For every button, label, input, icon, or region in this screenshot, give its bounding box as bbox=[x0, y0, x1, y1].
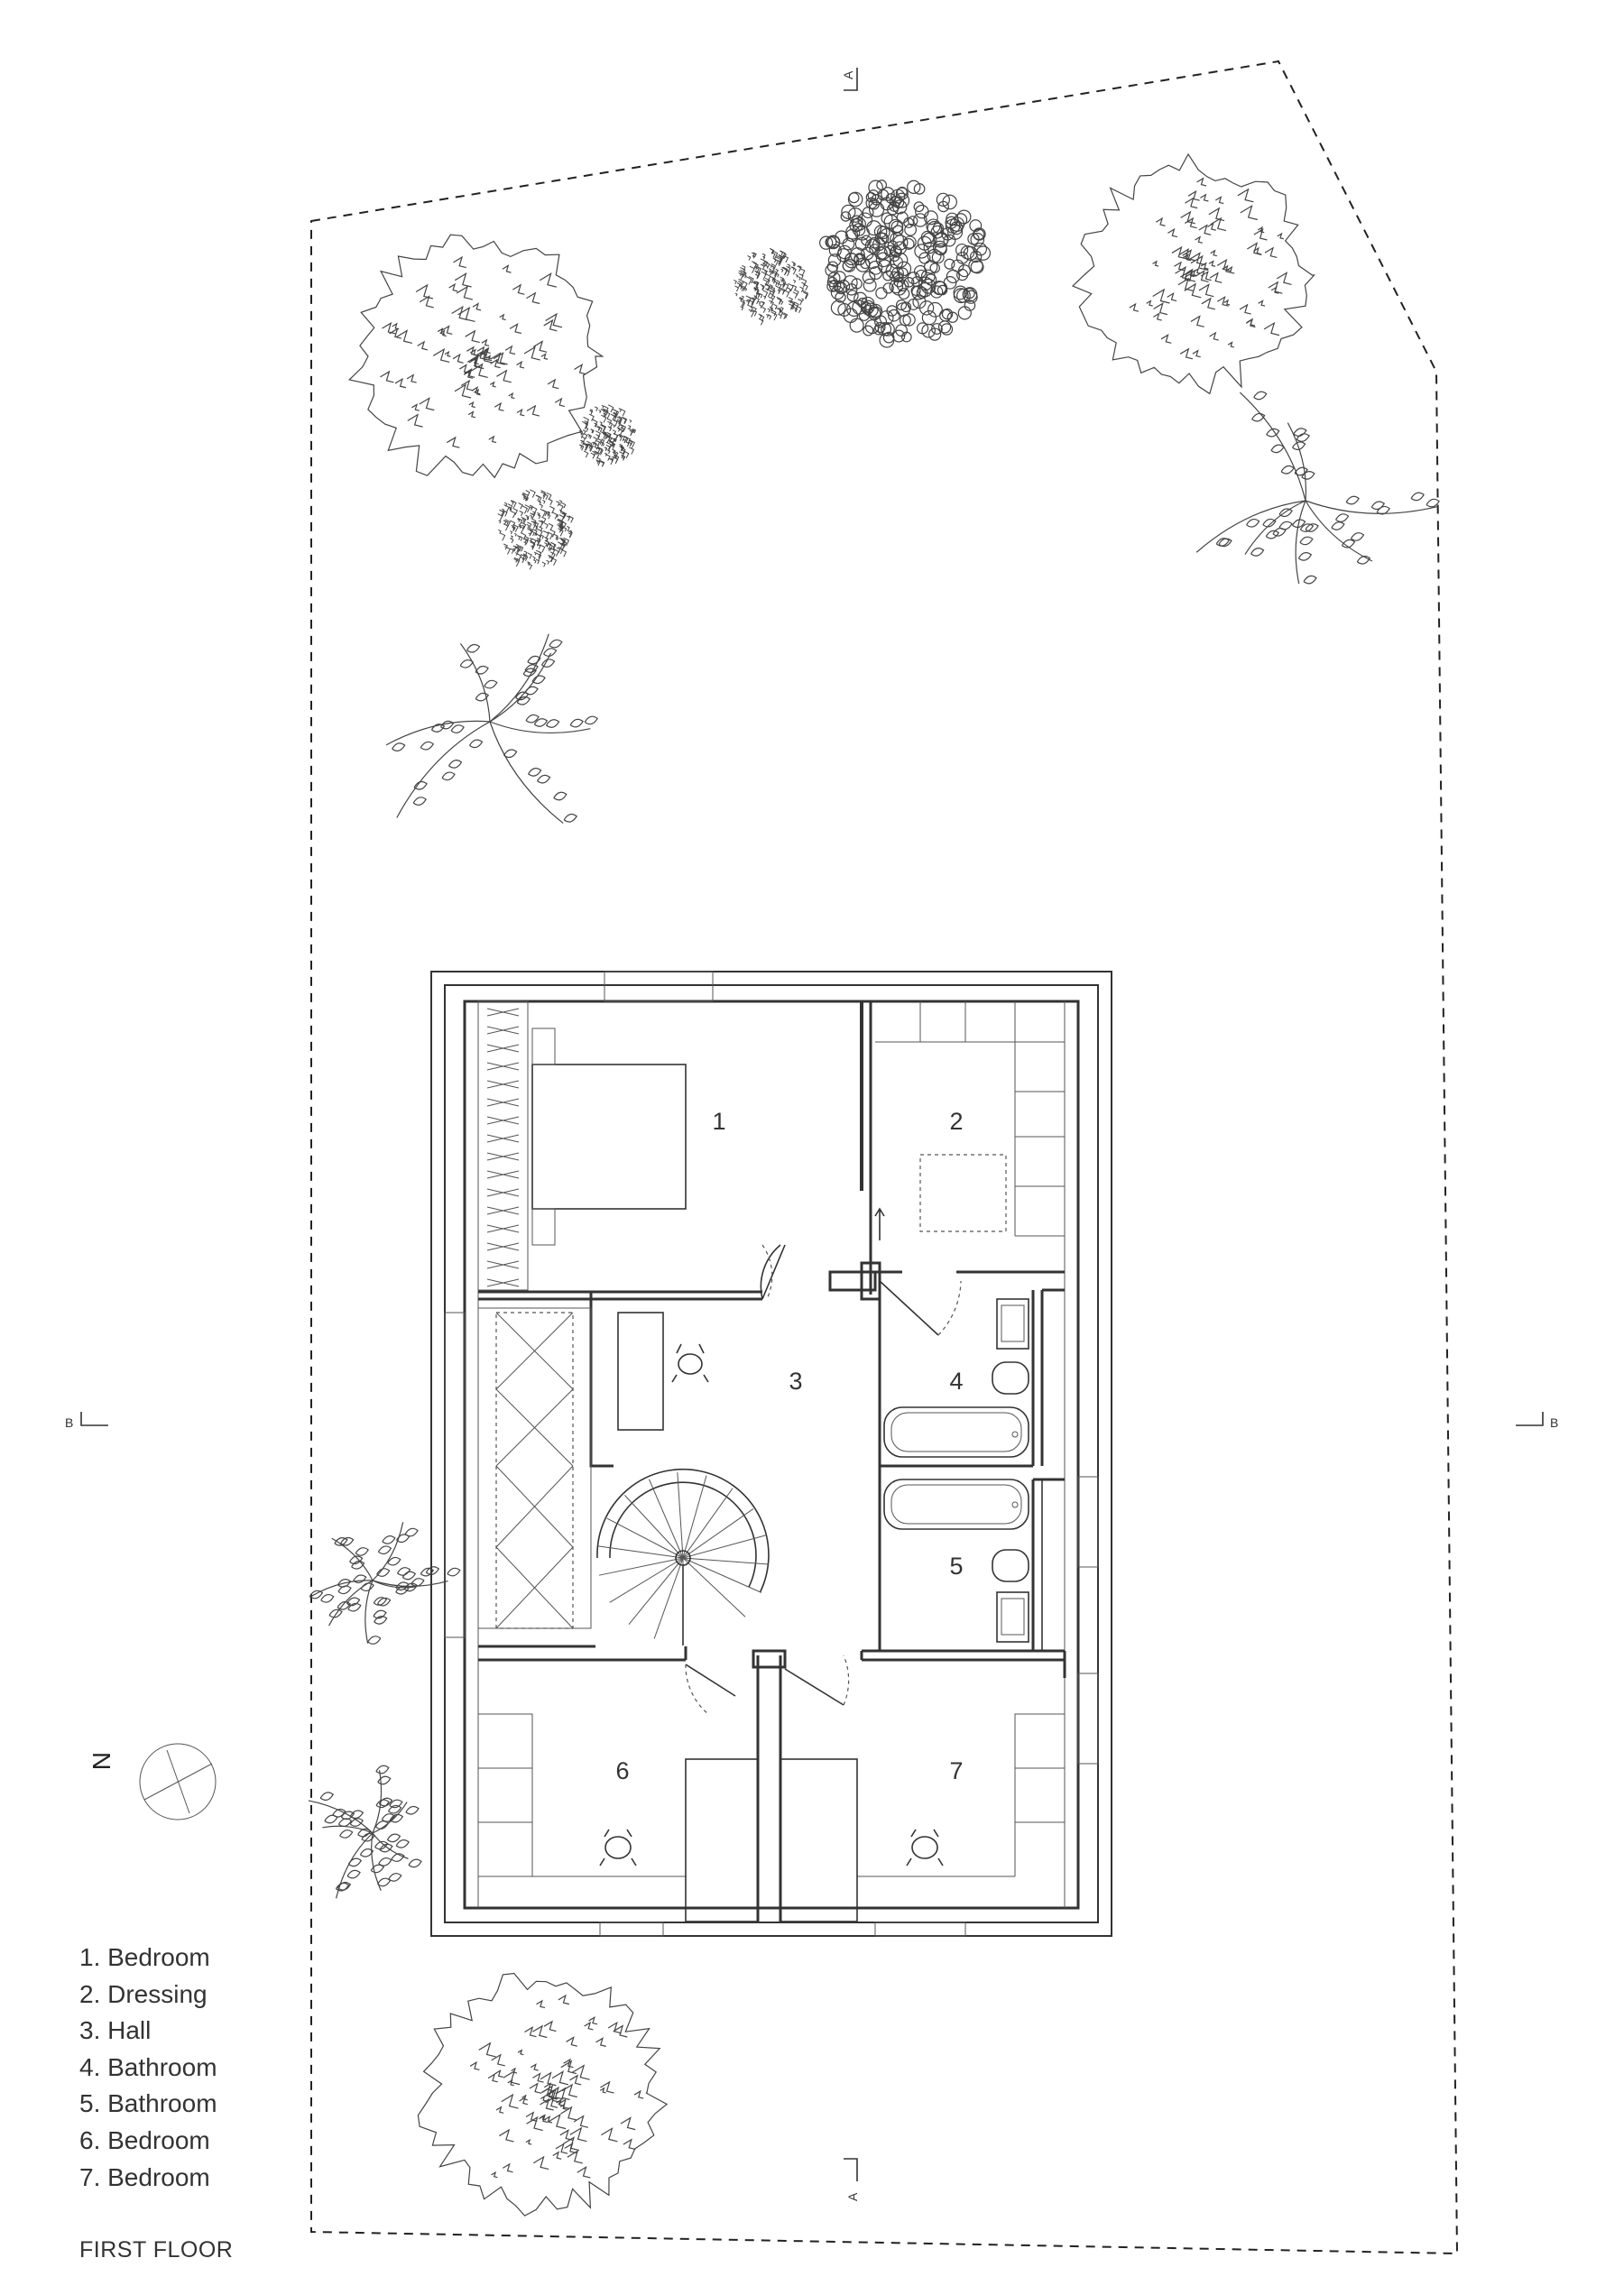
tree-icon bbox=[308, 1765, 422, 1899]
tree-icon bbox=[417, 1972, 669, 2217]
bedroom-6-furniture bbox=[478, 1713, 759, 1922]
shrub-icon bbox=[497, 489, 574, 570]
shrub-icon bbox=[578, 404, 637, 467]
north-arrow-icon: N bbox=[88, 1743, 217, 1820]
tree-icon bbox=[309, 1522, 461, 1645]
legend-item: 7. Bedroom bbox=[79, 2162, 210, 2191]
svg-text:A: A bbox=[841, 70, 855, 79]
legend-item: 3. Hall bbox=[79, 2016, 152, 2045]
chair-icon bbox=[599, 1829, 637, 1866]
building bbox=[430, 971, 1112, 1937]
legend-item: 5. Bathroom bbox=[79, 2089, 217, 2118]
tree-group bbox=[308, 152, 1440, 2217]
bedroom-7-furniture bbox=[780, 1713, 1065, 1922]
hall-furniture bbox=[477, 1307, 770, 1645]
legend-item: 2. Dressing bbox=[79, 1979, 208, 2008]
tree-icon bbox=[347, 234, 604, 479]
bathroom-5-fixtures bbox=[883, 1479, 1043, 1651]
section-mark-b-right: B bbox=[1516, 1412, 1558, 1430]
bedroom-1-furniture bbox=[477, 1000, 687, 1291]
room-number-1: 1 bbox=[712, 1108, 725, 1135]
door-swings bbox=[685, 1207, 962, 1715]
room-number-4: 4 bbox=[949, 1368, 963, 1395]
chair-icon bbox=[671, 1343, 709, 1383]
room-number-2: 2 bbox=[949, 1108, 963, 1135]
legend-item: 1. Bedroom bbox=[79, 1943, 210, 1971]
bed-icon bbox=[531, 1064, 687, 1210]
dressing-furniture bbox=[875, 1001, 1065, 1237]
room-number-7: 7 bbox=[949, 1757, 963, 1784]
shrub-icon bbox=[734, 247, 809, 326]
tree-icon bbox=[1071, 152, 1315, 395]
legend-item: 6. Bedroom bbox=[79, 2125, 210, 2154]
room-number-6: 6 bbox=[615, 1757, 629, 1784]
section-mark-a-bottom: A bbox=[844, 2158, 860, 2201]
svg-text:B: B bbox=[1550, 1415, 1558, 1430]
tree-icon bbox=[1195, 391, 1440, 585]
spiral-stair-icon bbox=[596, 1468, 770, 1645]
svg-text:N: N bbox=[88, 1752, 115, 1770]
tree-icon bbox=[385, 633, 598, 824]
floor-title: FIRST FLOOR bbox=[79, 2237, 234, 2263]
bathroom-4-fixtures bbox=[883, 1298, 1029, 1458]
legend-item: 4. Bathroom bbox=[79, 2052, 217, 2081]
tree-icon bbox=[819, 180, 992, 348]
room-number-3: 3 bbox=[789, 1368, 802, 1395]
site-boundary bbox=[310, 60, 1459, 2255]
chair-icon bbox=[906, 1829, 944, 1866]
svg-text:B: B bbox=[65, 1415, 73, 1430]
section-mark-a-top: A bbox=[841, 68, 858, 91]
section-mark-b-left: B bbox=[65, 1412, 108, 1430]
room-number-5: 5 bbox=[949, 1553, 963, 1580]
room-legend: 1. Bedroom 2. Dressing 3. Hall 4. Bathro… bbox=[79, 1940, 217, 2196]
svg-text:A: A bbox=[845, 2192, 860, 2201]
interior-walls bbox=[478, 1001, 1066, 1922]
